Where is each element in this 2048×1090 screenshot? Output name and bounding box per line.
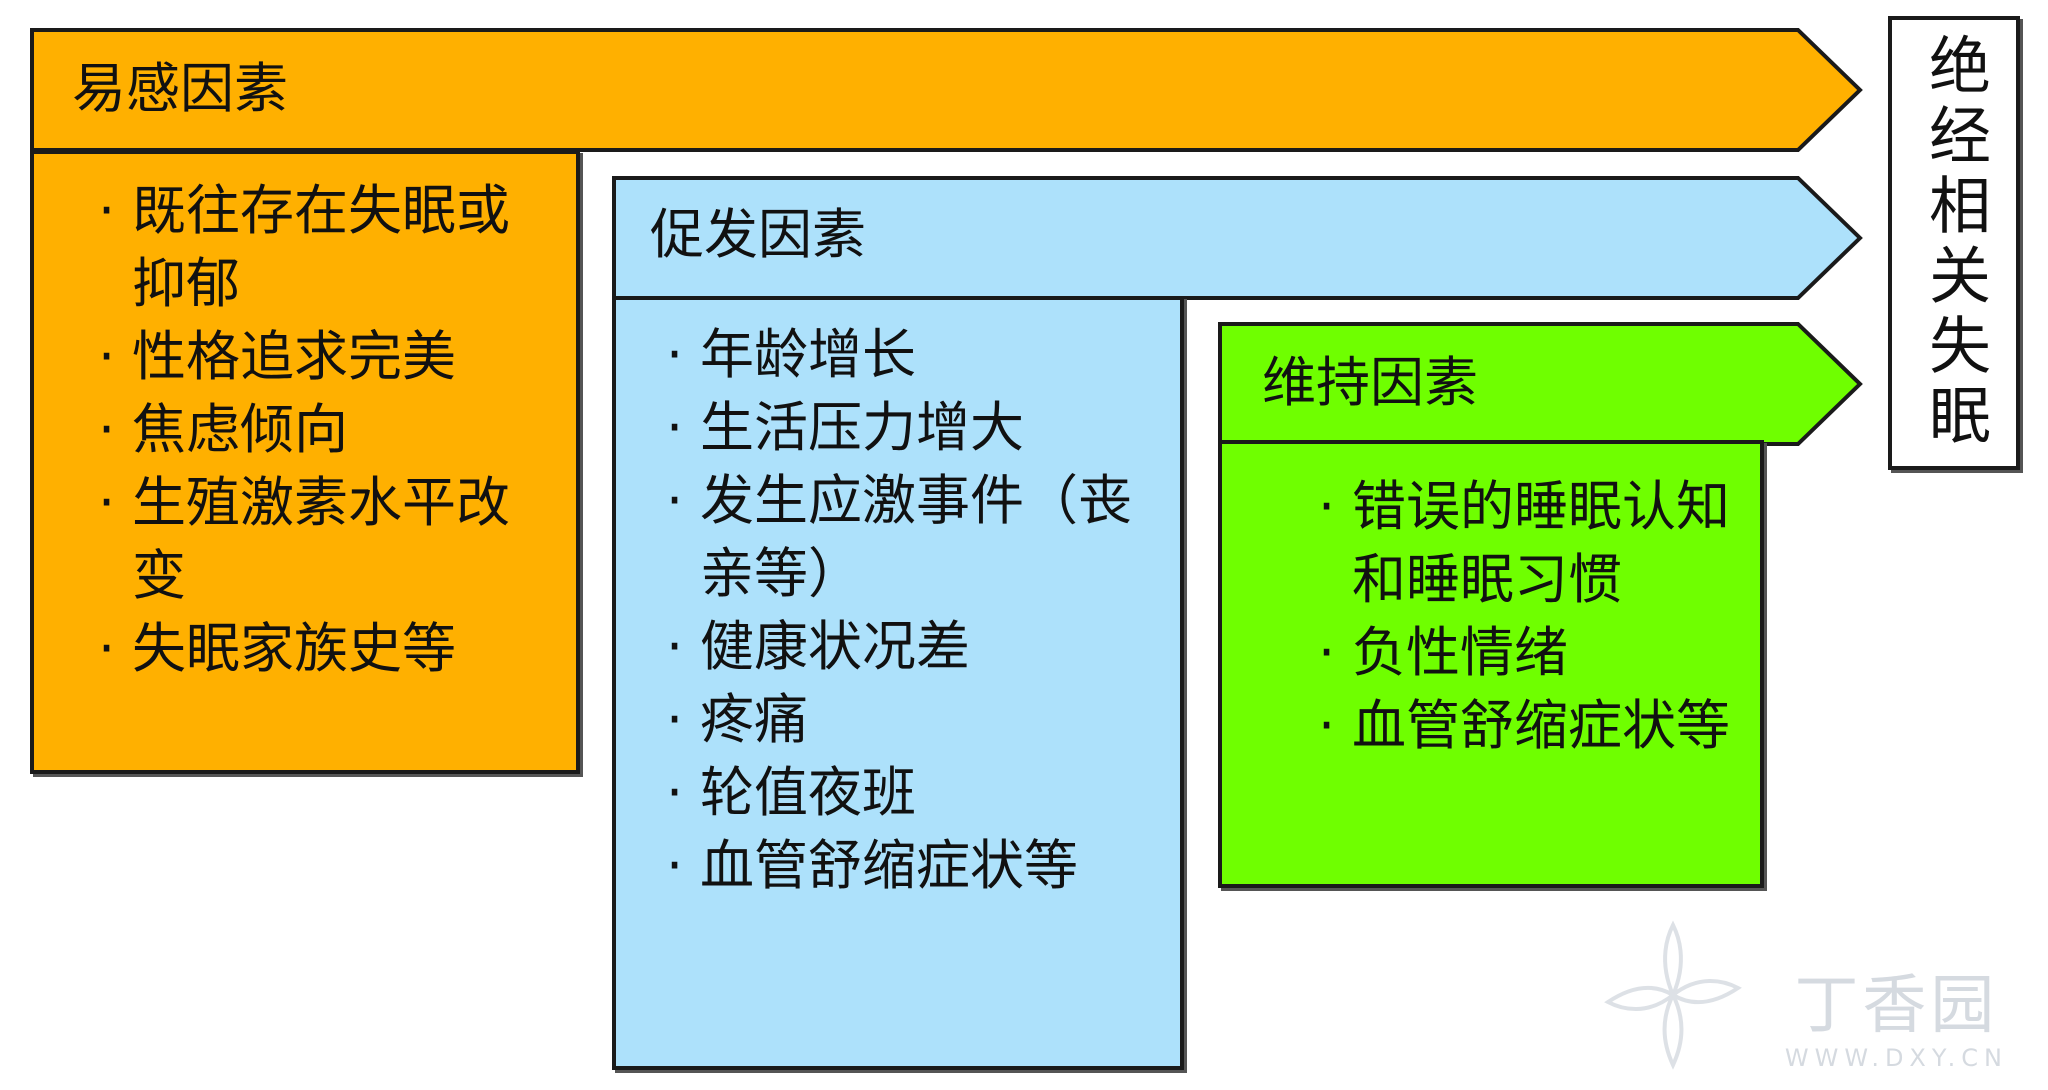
perpetuating-box: 错误的睡眠认知和睡眠习惯 负性情绪 血管舒缩症状等 <box>1218 440 1764 888</box>
precipitating-arrow <box>612 176 1863 300</box>
precipitating-item: 年龄增长 <box>666 318 1166 391</box>
precipitating-item: 血管舒缩症状等 <box>666 829 1166 902</box>
perpetuating-item: 血管舒缩症状等 <box>1318 689 1738 762</box>
outcome-box: 绝经相关失眠 <box>1888 16 2020 470</box>
predisposing-box: 既往存在失眠或抑郁 性格追求完美 焦虑倾向 生殖激素水平改变 失眠家族史等 <box>30 150 580 774</box>
perpetuating-arrow <box>1218 322 1863 446</box>
predisposing-item: 失眠家族史等 <box>98 612 538 685</box>
watermark: 丁香园 WWW.DXY.CN <box>1785 974 2008 1072</box>
perpetuating-item: 负性情绪 <box>1318 616 1738 689</box>
watermark-brand: 丁香园 <box>1794 969 1999 1043</box>
precipitating-item: 发生应激事件（丧亲等） <box>666 464 1166 610</box>
watermark-url: WWW.DXY.CN <box>1784 1044 2008 1072</box>
outcome-label: 绝经相关失眠 <box>1918 33 1991 453</box>
precipitating-item: 健康状况差 <box>666 610 1166 683</box>
predisposing-list: 既往存在失眠或抑郁 性格追求完美 焦虑倾向 生殖激素水平改变 失眠家族史等 <box>98 174 538 685</box>
precipitating-box: 年龄增长 生活压力增大 发生应激事件（丧亲等） 健康状况差 疼痛 轮值夜班 血管… <box>612 296 1184 1070</box>
predisposing-item: 性格追求完美 <box>98 320 538 393</box>
precipitating-item: 疼痛 <box>666 683 1166 756</box>
precipitating-item: 生活压力增大 <box>666 391 1166 464</box>
precipitating-title: 促发因素 <box>650 203 866 266</box>
predisposing-item: 生殖激素水平改变 <box>98 466 538 612</box>
perpetuating-item: 错误的睡眠认知和睡眠习惯 <box>1318 470 1738 616</box>
flower-icon <box>1604 920 1742 1070</box>
perpetuating-title: 维持因素 <box>1262 351 1478 414</box>
predisposing-title: 易感因素 <box>72 57 288 120</box>
predisposing-item: 既往存在失眠或抑郁 <box>98 174 538 320</box>
predisposing-item: 焦虑倾向 <box>98 393 538 466</box>
perpetuating-list: 错误的睡眠认知和睡眠习惯 负性情绪 血管舒缩症状等 <box>1318 470 1738 762</box>
precipitating-item: 轮值夜班 <box>666 756 1166 829</box>
predisposing-arrow <box>30 28 1863 152</box>
precipitating-list: 年龄增长 生活压力增大 发生应激事件（丧亲等） 健康状况差 疼痛 轮值夜班 血管… <box>666 318 1166 902</box>
